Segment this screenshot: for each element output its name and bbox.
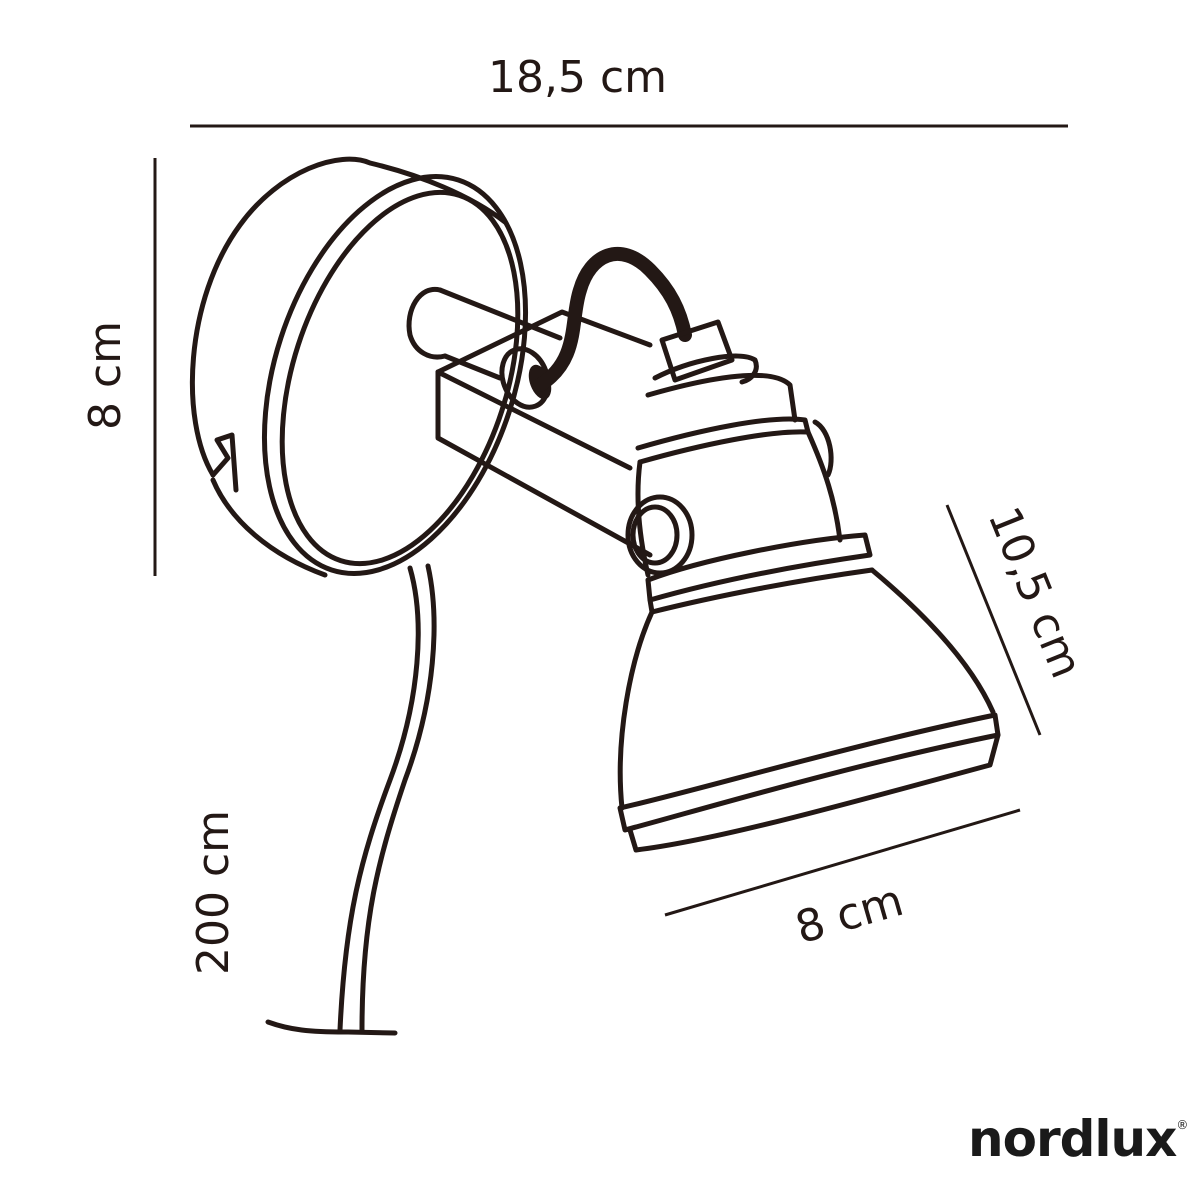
shade-diameter-dimension-line <box>664 808 1021 917</box>
arm-stub <box>406 286 563 381</box>
flex-cable <box>533 246 692 392</box>
power-cable <box>265 563 437 1036</box>
lamp-shade <box>617 532 1001 853</box>
base-height-label: 8 cm <box>80 320 131 430</box>
brand-name: nordlux <box>968 1110 1177 1168</box>
shade-length-dimension-line <box>945 504 1042 736</box>
cable-length-label: 200 cm <box>188 809 239 975</box>
lamp-neck <box>635 319 843 578</box>
registered-mark: ® <box>1176 1118 1188 1132</box>
width-label: 18,5 cm <box>488 52 668 103</box>
brand-logo: nordlux® <box>968 1110 1188 1168</box>
bracket <box>435 309 695 576</box>
wall-base <box>189 156 529 578</box>
